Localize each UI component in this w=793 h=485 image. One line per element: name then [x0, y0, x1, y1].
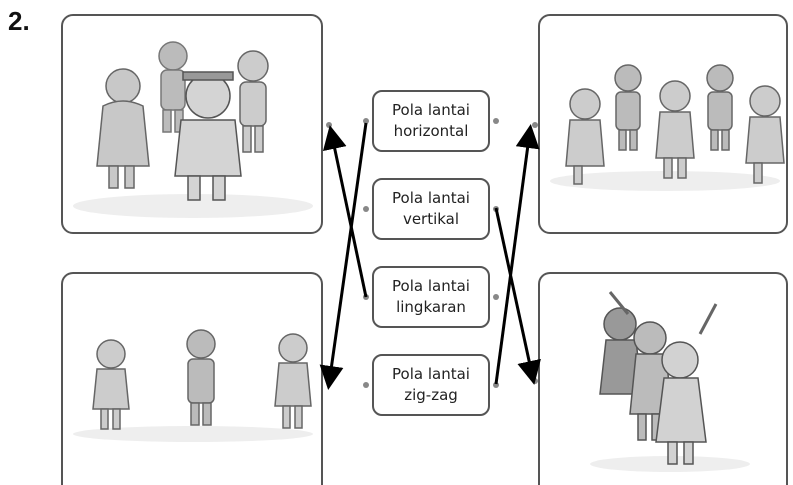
label-zigzag-line2: zig-zag — [404, 386, 458, 404]
dot-label-zigzag-left[interactable] — [363, 382, 369, 388]
dot-label-zigzag-right[interactable] — [493, 382, 499, 388]
dot-label-horizontal-right[interactable] — [493, 118, 499, 124]
children-vertical-line-illustration — [590, 291, 750, 472]
dot-picture-top-right[interactable] — [532, 122, 538, 128]
dot-label-lingkaran-right[interactable] — [493, 294, 499, 300]
arrow-vertikal-to-bottom-right — [494, 207, 541, 385]
label-zigzag-line1: Pola lantai — [392, 365, 470, 383]
dot-label-vertikal-left[interactable] — [363, 206, 369, 212]
dot-picture-bottom-right[interactable] — [532, 378, 538, 384]
dot-label-lingkaran-left[interactable] — [363, 294, 369, 300]
label-horizontal-line2: horizontal — [393, 122, 469, 140]
label-lingkaran-line2: lingkaran — [396, 298, 466, 316]
arrow-zigzag-to-top-right — [494, 124, 540, 385]
picture-bottom-right[interactable] — [538, 272, 788, 485]
label-vertikal-line1: Pola lantai — [392, 189, 470, 207]
picture-top-left[interactable] — [61, 14, 323, 234]
label-lingkaran[interactable]: Pola lantai lingkaran — [372, 266, 490, 328]
dot-label-horizontal-left[interactable] — [363, 118, 369, 124]
picture-bottom-left[interactable] — [61, 272, 323, 485]
dot-label-vertikal-right[interactable] — [493, 206, 499, 212]
dot-picture-top-left[interactable] — [326, 122, 332, 128]
label-horizontal[interactable]: Pola lantai horizontal — [372, 90, 490, 152]
dot-picture-bottom-left[interactable] — [326, 378, 332, 384]
arrow-horizontal-to-bottom-left — [319, 122, 368, 390]
children-circle-formation-illustration — [73, 41, 313, 218]
label-zigzag[interactable]: Pola lantai zig-zag — [372, 354, 490, 416]
label-vertikal[interactable]: Pola lantai vertikal — [372, 178, 490, 240]
label-vertikal-line2: vertikal — [402, 210, 460, 228]
label-lingkaran-line1: Pola lantai — [392, 277, 470, 295]
children-zigzag-formation-illustration — [550, 64, 785, 191]
question-number: 2. — [8, 6, 30, 36]
picture-top-right[interactable] — [538, 14, 788, 234]
arrow-lingkaran-to-top-left — [322, 125, 368, 298]
label-horizontal-line1: Pola lantai — [392, 101, 470, 119]
children-horizontal-row-illustration — [73, 329, 313, 442]
